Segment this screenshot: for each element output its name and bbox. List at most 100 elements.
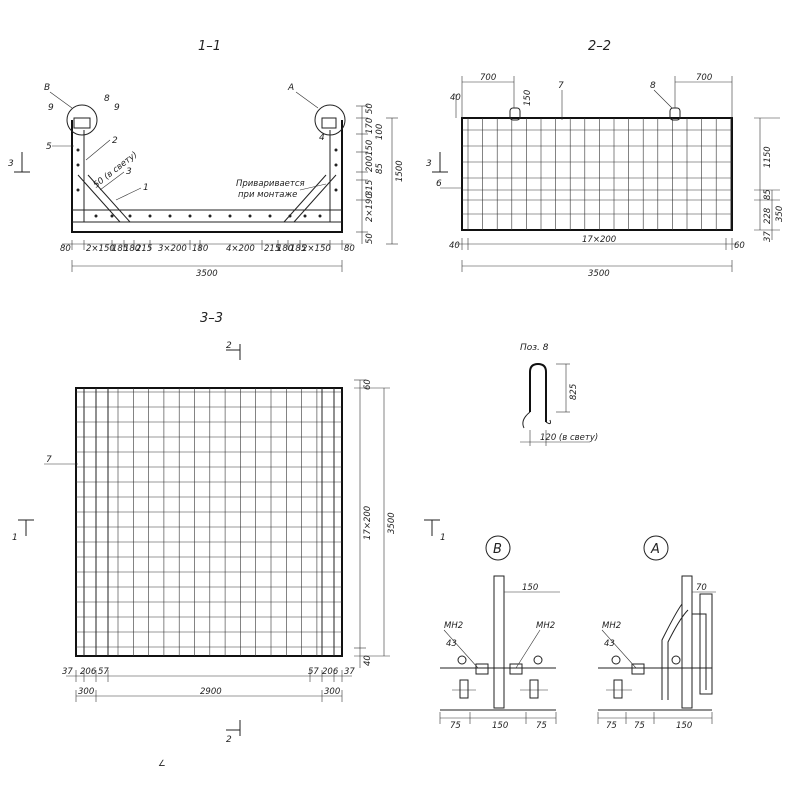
detail-A-b75-1: 75 [606, 721, 617, 731]
dim-33-37-left: 37 [62, 667, 73, 677]
bar-dots [76, 148, 338, 218]
section-mark-3: 3 [8, 159, 14, 169]
dim-22-85: 85 [763, 189, 773, 200]
top-plate-left [73, 117, 91, 129]
dim-11-r2: 100 [375, 124, 385, 140]
wall-cage-grid [462, 118, 732, 230]
detail-A-diagonal [661, 603, 683, 700]
weld-note-line-1: Приваривается [236, 179, 305, 189]
callout-4: 4 [319, 133, 325, 143]
pos-8-hook-right [545, 419, 551, 425]
detail-A-post [681, 575, 693, 709]
title-pos-8: Поз. 8 [520, 343, 549, 353]
dim-11-b12: 80 [344, 244, 355, 254]
callout-B: В [44, 83, 50, 93]
dim-ticks-11-right [356, 105, 398, 245]
callout-9-right: 9 [114, 103, 120, 113]
dim-11-b7: 4×200 [226, 244, 255, 254]
section-mark-33-2-top: 2 [226, 341, 232, 351]
dim-11-r5: 85 [375, 163, 385, 174]
plan-cage-grid [76, 388, 342, 656]
callout-8: 8 [104, 94, 110, 104]
dim-33-206-left: 206 [80, 667, 97, 677]
haunch-left [77, 174, 121, 223]
section-3-3: 2 2 1 1 7 60 17×200 3500 40 37 206 57 57… [12, 341, 446, 745]
stray-mark: ∠ [158, 759, 166, 769]
section-mark-33-1-right: 1 [440, 533, 446, 543]
section-mark-22-3: 3 [426, 159, 432, 169]
callout-22-8: 8 [650, 81, 656, 91]
haunch-right-2 [283, 174, 327, 223]
title-section-1-1: 1–1 [198, 39, 221, 54]
plan-cage-outline [75, 387, 343, 657]
dim-33-40: 40 [363, 655, 373, 666]
detail-B-mh-right: МН2 [536, 621, 555, 631]
dim-11-total: 3500 [196, 269, 218, 279]
hook-left [509, 107, 521, 121]
dim-33-206-right: 206 [322, 667, 339, 677]
detail-B-b75-right: 75 [536, 721, 547, 731]
dim-22-700-left: 700 [480, 73, 496, 83]
detail-A-circle [643, 535, 669, 561]
detail-A-70: 70 [696, 583, 707, 593]
dim-ticks-33 [75, 670, 343, 682]
dim-11-b11: 2×150 [302, 244, 331, 254]
detail-B: В МН2 МН2 43 150 75 150 75 [439, 535, 560, 731]
section-1-1: В 9 8 9 5 2 3 1 50 (в свету) А 4 Привари… [8, 83, 405, 279]
dim-33-2900: 2900 [200, 687, 222, 697]
dim-11-b1: 2×150 [86, 244, 115, 254]
detail-B-b150: 150 [492, 721, 508, 731]
dim-11-b3: 180 [124, 244, 140, 254]
pos-8-bar [529, 362, 547, 422]
dim-11-b0: 80 [60, 244, 71, 254]
dim-22-total: 3500 [588, 269, 610, 279]
dim-33-57-left: 57 [98, 667, 109, 677]
note-50-svetu: 50 (в свету) [92, 150, 140, 190]
callout-33-7: 7 [46, 455, 52, 465]
dim-11-r1: 170 [365, 118, 375, 134]
dim-33-17x200: 17×200 [363, 506, 373, 540]
dim-11-r4: 200 [365, 156, 375, 172]
dim-11-b10: 185 [290, 244, 306, 254]
dim-11-b8: 215 [264, 244, 280, 254]
dim-22-40-top: 40 [450, 93, 461, 103]
detail-A-b150: 150 [676, 721, 692, 731]
dim-11-r8: 50 [365, 233, 375, 244]
dim-33-60: 60 [363, 379, 373, 390]
dim-22-b40: 40 [449, 241, 460, 251]
section-mark-33-2-bottom: 2 [226, 735, 232, 745]
dim-33-57-right: 57 [308, 667, 319, 677]
dim-11-r3: 150 [365, 140, 375, 156]
dim-33-300-left: 300 [78, 687, 94, 697]
dim-11-right-total: 1500 [395, 160, 405, 182]
dim-22-228: 228 [763, 207, 773, 224]
dim-22-b60: 60 [734, 241, 745, 251]
callout-9-left: 9 [48, 103, 54, 113]
weld-note-line-2: при монтаже [238, 190, 297, 200]
callout-5: 5 [46, 142, 52, 152]
pos-8-dim-120: 120 (в свету) [540, 433, 598, 443]
pos-8-dim-825: 825 [569, 384, 579, 400]
dim-22-37: 37 [763, 231, 773, 242]
detail-B-label: В [493, 542, 502, 557]
callout-2: 2 [112, 136, 118, 146]
dim-22-150: 150 [523, 90, 533, 106]
dim-11-b9: 180 [277, 244, 293, 254]
detail-B-post [493, 575, 505, 709]
dim-22-b17x200: 17×200 [582, 235, 616, 245]
dim-11-b5: 3×200 [158, 244, 187, 254]
haunch-left-2 [87, 174, 131, 223]
callout-22-6: 6 [436, 179, 442, 189]
top-plate-right [321, 117, 337, 129]
dim-22-700-right: 700 [696, 73, 712, 83]
dim-11-b2: 185 [112, 244, 128, 254]
dim-11-b6: 180 [192, 244, 208, 254]
dim-11-r6: 315 [365, 180, 375, 196]
detail-circle-A [314, 104, 346, 136]
dim-ticks-11 [71, 240, 343, 250]
callout-1: 1 [143, 183, 149, 193]
cage-inner [83, 130, 331, 223]
detail-B-b75-left: 75 [450, 721, 461, 731]
dim-33-300-right: 300 [324, 687, 340, 697]
